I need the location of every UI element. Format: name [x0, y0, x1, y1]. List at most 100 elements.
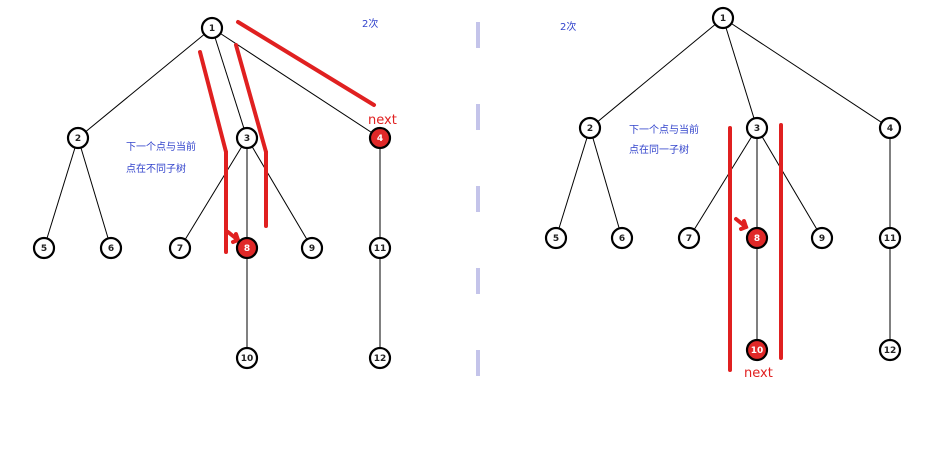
node-circle [200, 16, 224, 40]
tree-node-12: 12 [878, 338, 902, 362]
tree-node-10: 10 [235, 346, 259, 370]
node-label: 12 [884, 346, 897, 356]
tree-edge [688, 127, 758, 239]
tree-edge [246, 137, 313, 249]
traversal-marker [234, 43, 268, 154]
node-label: 9 [309, 244, 315, 254]
node-circle [235, 346, 259, 370]
tree-edge [756, 127, 823, 239]
tree-edge [77, 137, 112, 249]
node-label: 9 [819, 234, 825, 244]
tree-edge [43, 137, 79, 249]
node-label: 10 [751, 346, 764, 356]
tree-node-7: 7 [677, 226, 701, 250]
node-circle [610, 226, 634, 250]
node-circle [368, 346, 392, 370]
tree-node-8: 8 [745, 226, 769, 250]
tree-edge [722, 17, 758, 129]
note-line-2: 点在同一子树 [629, 143, 689, 156]
node-label: 5 [553, 234, 559, 244]
tree-edge [555, 127, 591, 239]
node-label: 1 [720, 14, 726, 24]
traversal-marker [236, 20, 376, 107]
tree-node-7: 7 [168, 236, 192, 260]
node-circle [235, 236, 259, 260]
tree-node-4: 4 [368, 126, 392, 150]
node-label: 2 [75, 134, 81, 144]
tree-node-6: 6 [610, 226, 634, 250]
traversal-arrow-head [231, 232, 241, 244]
tree-node-5: 5 [32, 236, 56, 260]
tree-node-11: 11 [368, 236, 392, 260]
right-traversal-markers [728, 123, 783, 372]
node-label: 6 [108, 244, 114, 254]
node-circle [99, 236, 123, 260]
tree-node-3: 3 [235, 126, 259, 150]
node-label: 11 [374, 244, 387, 254]
tree-edge [722, 17, 891, 129]
node-circle [168, 236, 192, 260]
node-circle [711, 6, 735, 30]
tree-node-4: 4 [878, 116, 902, 140]
note-line-1: 下一个点与当前 [629, 123, 699, 136]
right-tree-edges [555, 17, 891, 350]
node-label: 7 [177, 244, 183, 254]
node-circle [300, 236, 324, 260]
node-circle [368, 236, 392, 260]
node-circle [66, 126, 90, 150]
tree-edge [589, 17, 724, 129]
traversal-marker [198, 50, 228, 154]
node-label: 1 [209, 24, 215, 34]
tree-node-10: 10 [745, 338, 769, 362]
node-label: 3 [754, 124, 760, 134]
node-label: 8 [754, 234, 760, 244]
count-label: 2次 [560, 20, 576, 33]
tree-node-2: 2 [66, 126, 90, 150]
tree-node-5: 5 [544, 226, 568, 250]
tree-edge [179, 137, 248, 249]
node-circle [544, 226, 568, 250]
node-circle [235, 126, 259, 150]
left-tree-edges [43, 27, 381, 358]
tree-node-12: 12 [368, 346, 392, 370]
left-traversal-markers [198, 20, 376, 254]
tree-node-9: 9 [810, 226, 834, 250]
node-circle [878, 226, 902, 250]
node-circle [578, 116, 602, 140]
note-line-1: 下一个点与当前 [126, 140, 196, 153]
tree-node-2: 2 [578, 116, 602, 140]
tree-node-8: 8 [235, 236, 259, 260]
node-label: 6 [619, 234, 625, 244]
node-circle [878, 338, 902, 362]
tree-node-1: 1 [711, 6, 735, 30]
node-circle [745, 226, 769, 250]
tree-node-1: 1 [200, 16, 224, 40]
node-label: 4 [887, 124, 893, 134]
node-circle [368, 126, 392, 150]
node-label: 10 [241, 354, 254, 364]
node-circle [878, 116, 902, 140]
next-label: next [744, 366, 773, 381]
tree-node-3: 3 [745, 116, 769, 140]
tree-edge [211, 27, 381, 139]
traversal-arrow-head [739, 219, 749, 231]
note-line-2: 点在不同子树 [126, 162, 186, 175]
node-label: 4 [377, 134, 383, 144]
node-circle [677, 226, 701, 250]
node-label: 11 [884, 234, 897, 244]
tree-edge [211, 27, 248, 139]
node-circle [745, 338, 769, 362]
node-circle [745, 116, 769, 140]
count-label: 2次 [362, 17, 378, 30]
node-circle [32, 236, 56, 260]
node-label: 12 [374, 354, 387, 364]
node-circle [810, 226, 834, 250]
next-label: next [368, 113, 397, 128]
tree-edge [77, 27, 213, 139]
tree-edge [589, 127, 623, 239]
